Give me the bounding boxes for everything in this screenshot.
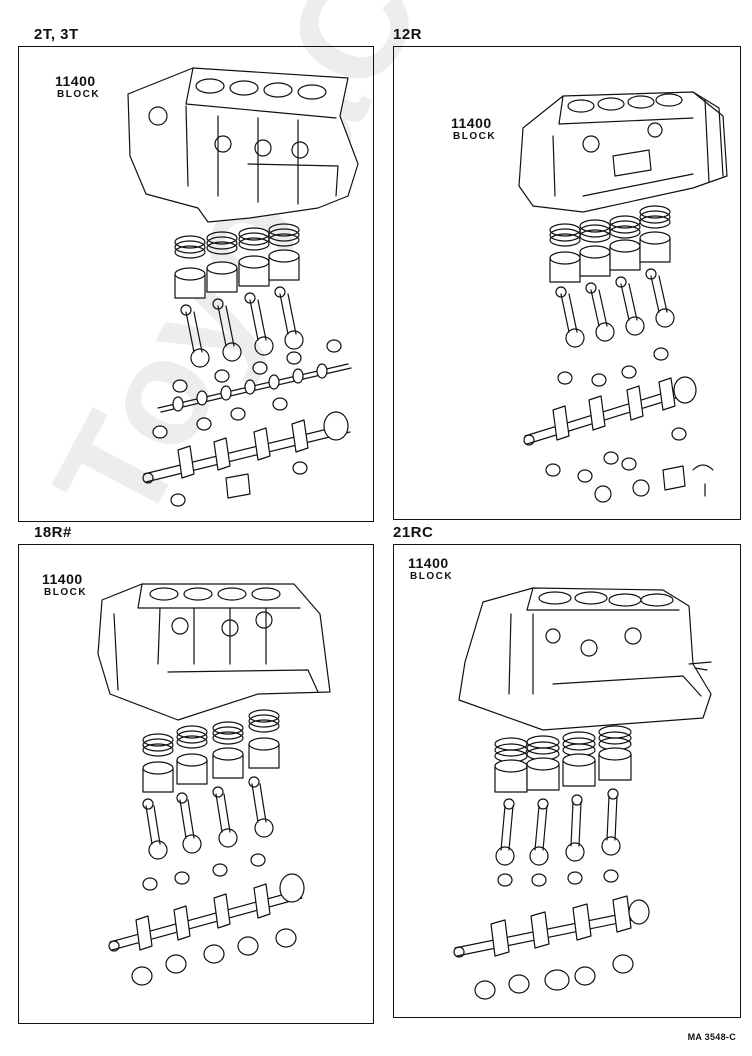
- part-name: BLOCK: [44, 587, 88, 598]
- part-name: BLOCK: [453, 131, 497, 142]
- panel-12r: [393, 46, 741, 520]
- part-number: 11400: [55, 73, 96, 89]
- engine-block-drawing: [127, 67, 359, 223]
- panel-21rc: [393, 544, 741, 1018]
- piston-rings-drawing: [142, 709, 280, 757]
- part-number: 11400: [408, 555, 449, 571]
- bearings-drawing: [131, 853, 297, 986]
- camshaft-drawing: [157, 363, 352, 413]
- pistons-drawing: [549, 231, 671, 283]
- engine-block-drawing: [97, 583, 331, 721]
- part-number: 11400: [451, 115, 492, 131]
- part-label-block-18r[interactable]: 11400 BLOCK: [42, 572, 87, 598]
- piston-rings-drawing: [174, 223, 300, 259]
- crankshaft-drawing: [142, 411, 351, 499]
- connecting-rods-drawing: [180, 286, 304, 368]
- thrust-washers-drawing: [594, 464, 714, 503]
- pistons-drawing: [494, 747, 632, 793]
- part-label-block-12r[interactable]: 11400 BLOCK: [451, 116, 496, 142]
- engine-parts-illustration-2t-3t: [127, 67, 359, 507]
- pistons-drawing: [174, 249, 300, 299]
- bearings-drawing: [545, 347, 687, 483]
- panel-18r: [18, 544, 374, 1024]
- part-number: 11400: [42, 571, 83, 587]
- engine-block-drawing: [458, 587, 712, 731]
- panel-2t-3t: [18, 46, 374, 522]
- bearings-drawing: [474, 869, 634, 1000]
- panel-title-21rc: 21RC: [393, 524, 434, 541]
- panel-title-12r: 12R: [393, 26, 423, 43]
- engine-parts-illustration-21rc: [453, 587, 712, 1000]
- crankshaft-drawing: [453, 895, 650, 958]
- part-label-block-21rc[interactable]: 11400 BLOCK: [408, 556, 453, 582]
- crankshaft-drawing: [108, 873, 305, 952]
- bearings-drawing: [152, 339, 342, 507]
- piston-rings-drawing: [549, 205, 671, 247]
- engine-parts-illustration-18r: [97, 583, 331, 986]
- crankshaft-drawing: [523, 376, 697, 446]
- connecting-rods-drawing: [495, 788, 621, 866]
- panel-title-2t-3t: 2T, 3T: [34, 26, 79, 43]
- part-name: BLOCK: [57, 89, 101, 100]
- engine-block-drawing: [518, 91, 728, 213]
- engine-parts-illustration-12r: [518, 91, 728, 503]
- reference-code: MA 3548-C: [687, 1032, 736, 1042]
- pistons-drawing: [142, 737, 280, 793]
- connecting-rods-drawing: [142, 776, 274, 860]
- part-name: BLOCK: [410, 571, 454, 582]
- connecting-rods-drawing: [555, 268, 675, 348]
- panel-title-18r: 18R#: [34, 524, 72, 541]
- part-label-block-2t-3t[interactable]: 11400 BLOCK: [55, 74, 100, 100]
